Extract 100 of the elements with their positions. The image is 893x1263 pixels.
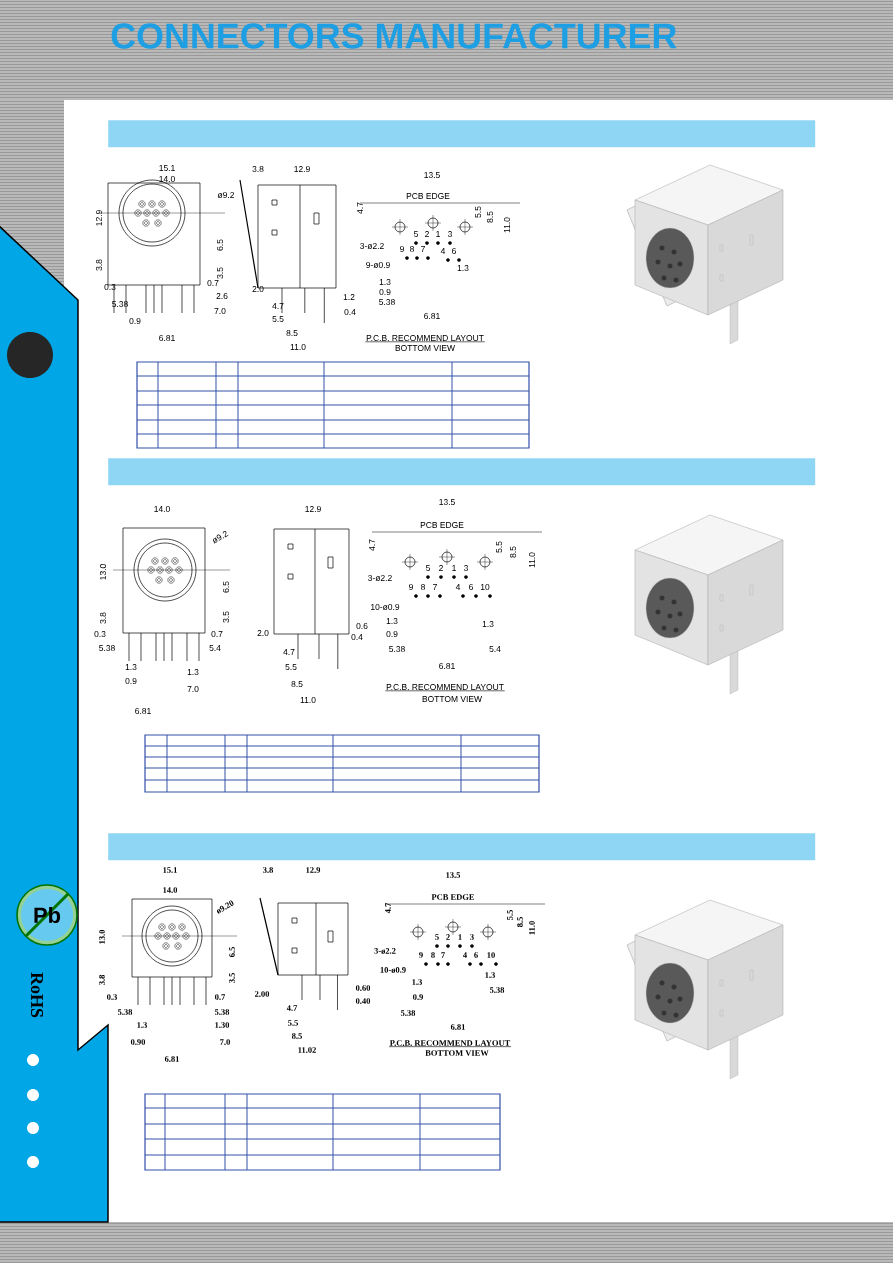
dimension-label: 11.0	[529, 552, 535, 568]
section-bar	[108, 458, 816, 486]
dimension-label: 8.5	[292, 1033, 302, 1039]
dimension-label: 0.60	[355, 985, 371, 991]
rohs-label: RoHS	[31, 972, 44, 1018]
pin-number: 4	[463, 952, 467, 958]
dimension-label: 2.0	[257, 630, 269, 636]
dimension-label: 6.81	[424, 313, 440, 319]
dimension-label: 0.9	[386, 631, 398, 637]
dimension-label: ø9.20	[216, 900, 234, 915]
dimension-label: 10-ø0.9	[380, 967, 406, 973]
pin-number: 1	[452, 565, 456, 571]
pin-number: 7	[421, 246, 425, 252]
dimension-label: 0.90	[130, 1039, 146, 1045]
dimension-label: 13.5	[424, 172, 440, 178]
dimension-label: 4.7	[357, 202, 363, 214]
dimension-label: 6.5	[223, 581, 229, 593]
dimension-label: 11.0	[300, 697, 316, 703]
dimension-label: 1.3	[482, 621, 494, 627]
pin-number: 5	[414, 231, 418, 237]
dimension-label: 1.3	[187, 669, 199, 675]
pin-number: 5	[435, 934, 439, 940]
dimension-label: 8.5	[510, 546, 516, 558]
dimension-label: 0.9	[379, 289, 391, 295]
pin-number: 9	[419, 952, 423, 958]
dimension-label: 8.5	[286, 330, 298, 336]
dimension-label: BOTTOM VIEW	[425, 1050, 489, 1056]
pin-number: 3	[470, 934, 474, 940]
pin-number: 9	[400, 246, 404, 252]
dimension-label: 5.38	[400, 1010, 416, 1016]
dimension-label: 5.5	[475, 206, 481, 218]
dimension-label: 3.8	[96, 259, 102, 271]
dimension-label: 5.5	[272, 316, 284, 322]
dimension-label: 3.5	[217, 267, 223, 279]
dimension-label: 8.5	[487, 211, 493, 223]
dimension-label: 12.9	[96, 210, 102, 226]
dimension-label: 14.0	[159, 176, 175, 182]
section-bar	[108, 120, 816, 148]
dimension-label: 1.3	[412, 979, 422, 985]
dimension-label: 12.9	[305, 506, 321, 512]
dimension-label: 4.7	[286, 1005, 298, 1011]
dimension-label: PCB EDGE	[431, 894, 475, 900]
dimension-label: 0.3	[107, 994, 117, 1000]
dimension-label: 12.9	[294, 166, 310, 172]
dimension-label: 5.38	[214, 1009, 230, 1015]
dimension-label: ø9.2	[217, 192, 235, 199]
pin-number: 3	[463, 565, 468, 571]
dimension-label: 4.7	[272, 303, 284, 309]
pin-number: 1	[458, 934, 462, 940]
dimension-label: 4.7	[369, 539, 375, 551]
dimension-label: BOTTOM VIEW	[395, 345, 455, 351]
dimension-label: 1.3	[379, 279, 391, 285]
dimension-label: PCB EDGE	[420, 522, 464, 528]
dimension-label: PCB EDGE	[406, 193, 450, 199]
layout-caption: P.C.B. RECOMMEND LAYOUT	[388, 1040, 512, 1047]
pin-number: 9	[409, 584, 413, 590]
dimension-label: 5.5	[496, 541, 502, 553]
dimension-label: 0.7	[211, 631, 223, 637]
pin-number: 2	[425, 231, 429, 237]
dimension-label: 0.40	[355, 998, 371, 1004]
pin-number: 4	[455, 584, 461, 590]
pin-number: 6	[469, 584, 473, 590]
layout-caption: P.C.B. RECOMMEND LAYOUT	[385, 684, 505, 692]
dimension-label: 1.3	[125, 664, 137, 670]
dimension-label: 1.2	[343, 294, 355, 300]
pin-number: 8	[421, 584, 425, 590]
dimension-label: 0.7	[215, 994, 226, 1000]
dimension-label: 7.0	[214, 308, 226, 314]
dimension-label: 8.5	[517, 917, 523, 927]
dimension-label: 11.0	[290, 344, 306, 350]
dimension-label: 5.4	[209, 645, 221, 651]
dimension-label: 0.4	[344, 309, 356, 315]
dimension-label: 2.6	[216, 293, 228, 299]
dimension-label: 4.7	[283, 649, 295, 655]
dimension-label: 0.3	[104, 284, 116, 290]
dimension-label: 10-ø0.9	[371, 604, 400, 611]
dimension-label: 5.38	[379, 299, 395, 305]
dimension-label: 3-ø2.2	[374, 948, 396, 954]
dimension-label: 0.9	[413, 994, 423, 1000]
dimension-label: BOTTOM VIEW	[422, 696, 482, 702]
dimension-label: 3.8	[252, 166, 264, 172]
pin-number: 6	[452, 248, 456, 254]
dimension-label: 5.5	[288, 1020, 298, 1026]
dimension-label: 6.81	[450, 1024, 465, 1030]
dimension-label: 0.9	[125, 678, 137, 684]
dimension-label: 13.5	[439, 499, 455, 505]
pin-number: 8	[431, 952, 435, 958]
dimension-label: 11.0	[529, 921, 535, 935]
dimension-label: 0.6	[356, 623, 368, 629]
dimension-label: 8.5	[291, 681, 303, 687]
dimension-label: 5.38	[489, 987, 505, 993]
dimension-label: 6.81	[164, 1056, 179, 1062]
layout-caption: P.C.B. RECOMMEND LAYOUT	[365, 335, 485, 343]
dimension-label: 5.38	[112, 301, 128, 307]
dimension-label: 3.8	[100, 612, 106, 624]
pin-number: 3	[447, 231, 452, 237]
dimension-label: 6.81	[439, 663, 455, 669]
dimension-label: 5.5	[285, 664, 297, 670]
dimension-label: 0.7	[207, 280, 219, 286]
dimension-label: 5.38	[389, 646, 405, 652]
